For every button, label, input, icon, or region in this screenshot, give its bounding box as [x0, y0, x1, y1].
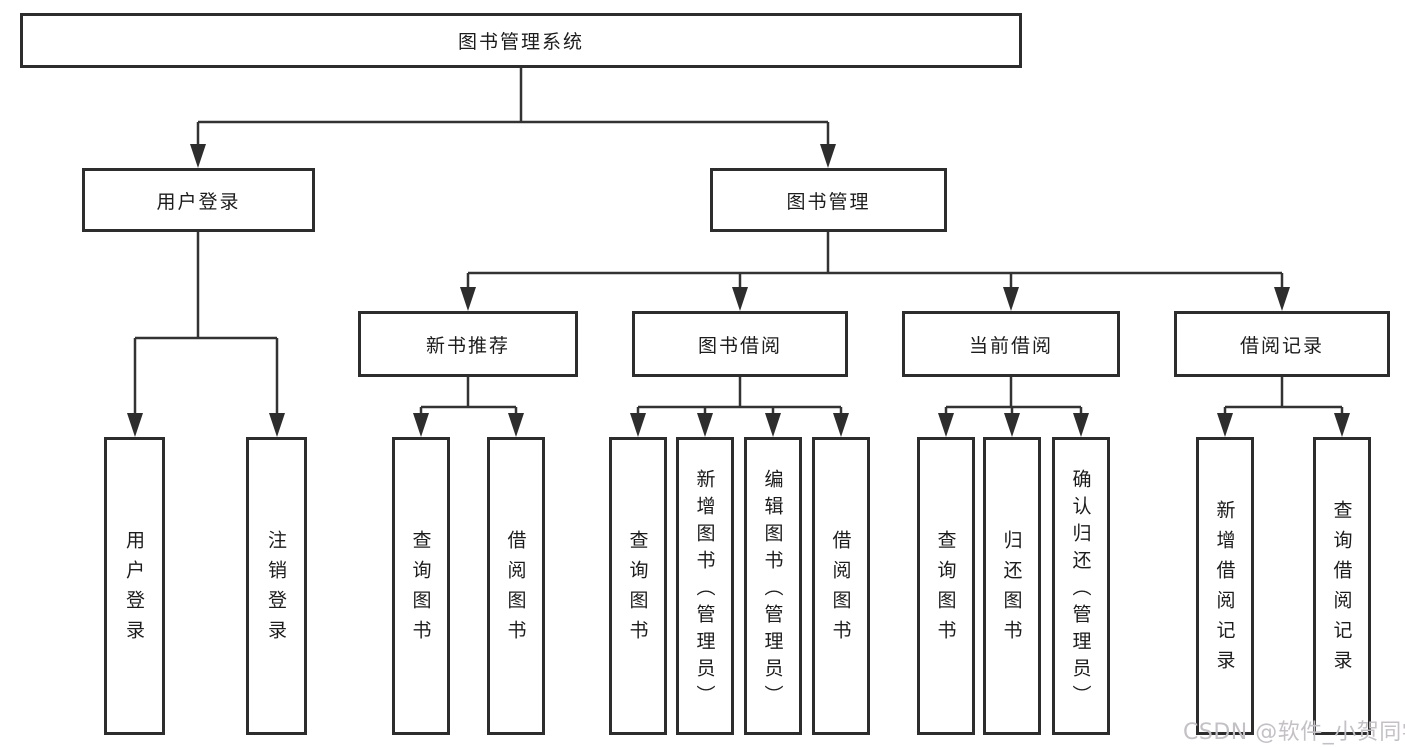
leaf-rec-query-book: 查询图书	[392, 437, 450, 735]
leaf-br-add-record-label: 新增借阅记录	[1213, 500, 1236, 680]
leaf-cb-query-book-label: 查询图书	[934, 530, 957, 650]
leaf-logout: 注销登录	[246, 437, 307, 735]
leaf-bb-add-book-admin-label: 新增图书（管理员）	[693, 468, 716, 712]
node-user-login-label: 用户登录	[156, 190, 241, 213]
node-book-borrow: 图书借阅	[632, 311, 848, 377]
node-book-management: 图书管理	[710, 168, 947, 232]
node-new-book-recommend-label: 新书推荐	[425, 334, 510, 357]
leaf-cb-query-book: 查询图书	[917, 437, 975, 735]
leaf-user-login: 用户登录	[104, 437, 165, 735]
leaf-cb-return-book-label: 归还图书	[1000, 530, 1023, 650]
leaf-bb-query-book: 查询图书	[609, 437, 667, 735]
connector-records-to-leaves	[1223, 377, 1344, 416]
leaf-bb-edit-book-admin-label: 编辑图书（管理员）	[761, 468, 784, 712]
csdn-watermark: CSDN @软件_小贺同学	[1183, 720, 1405, 745]
arrowheads	[127, 144, 1350, 437]
leaf-br-query-record-label: 查询借阅记录	[1330, 500, 1353, 680]
leaf-rec-borrow-book: 借阅图书	[487, 437, 545, 735]
leaf-bb-query-book-label: 查询图书	[626, 530, 649, 650]
leaf-br-query-record: 查询借阅记录	[1313, 437, 1371, 735]
node-book-management-label: 图书管理	[786, 190, 871, 213]
node-borrow-records-label: 借阅记录	[1239, 334, 1324, 357]
leaf-br-add-record: 新增借阅记录	[1196, 437, 1254, 735]
connector-mgmt-to-level3	[466, 232, 1284, 290]
leaf-cb-confirm-return-admin-label: 确认归还（管理员）	[1069, 468, 1092, 712]
leaf-bb-edit-book-admin: 编辑图书（管理员）	[744, 437, 802, 735]
leaf-logout-label: 注销登录	[265, 530, 287, 650]
leaf-bb-add-book-admin: 新增图书（管理员）	[676, 437, 734, 735]
node-root-system: 图书管理系统	[20, 13, 1022, 68]
leaf-rec-query-book-label: 查询图书	[409, 530, 432, 650]
connector-rec-to-leaves	[419, 377, 518, 416]
node-root-system-label: 图书管理系统	[457, 31, 584, 53]
connector-root-to-level2	[196, 68, 830, 146]
leaf-rec-borrow-book-label: 借阅图书	[504, 530, 527, 650]
node-new-book-recommend: 新书推荐	[358, 311, 578, 377]
leaf-cb-confirm-return-admin: 确认归还（管理员）	[1052, 437, 1110, 735]
node-current-borrow: 当前借阅	[902, 311, 1120, 377]
node-book-borrow-label: 图书借阅	[697, 334, 782, 357]
leaf-bb-borrow-book: 借阅图书	[812, 437, 870, 735]
connector-borrow-to-leaves	[636, 377, 843, 416]
leaf-cb-return-book: 归还图书	[983, 437, 1041, 735]
leaf-user-login-label: 用户登录	[123, 530, 145, 650]
connector-login-to-leaves	[133, 232, 279, 416]
node-borrow-records: 借阅记录	[1174, 311, 1390, 377]
node-user-login: 用户登录	[82, 168, 315, 232]
connector-current-to-leaves	[944, 377, 1083, 416]
node-current-borrow-label: 当前借阅	[968, 334, 1053, 357]
leaf-bb-borrow-book-label: 借阅图书	[829, 530, 852, 650]
